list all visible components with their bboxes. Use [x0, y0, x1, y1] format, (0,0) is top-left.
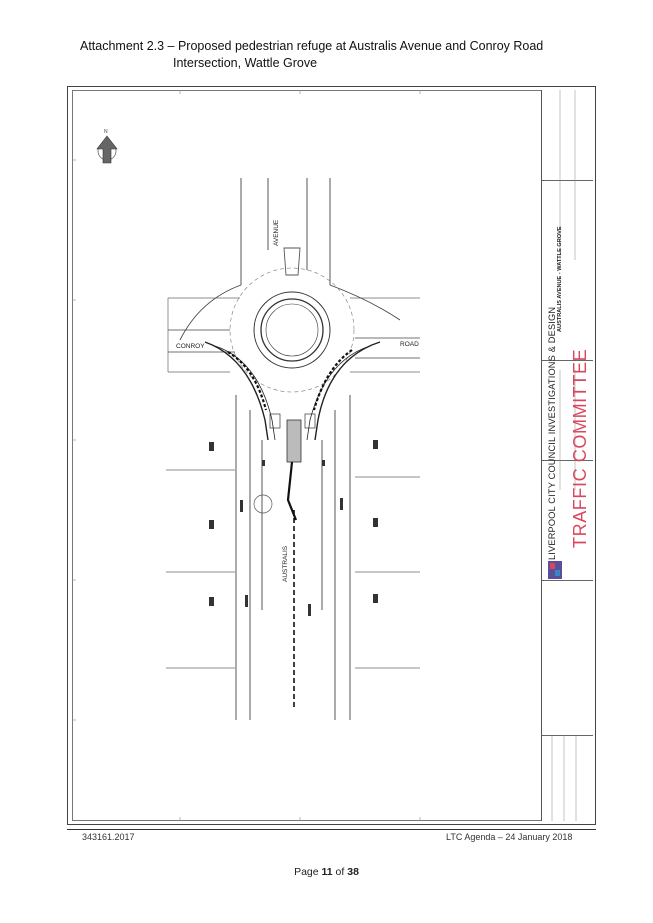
street-label-road: ROAD — [400, 341, 419, 348]
drawing-sheet — [67, 86, 596, 825]
roundabout — [229, 267, 355, 393]
page-current: 11 — [321, 866, 333, 878]
agenda-date: LTC Agenda – 24 January 2018 — [446, 832, 573, 842]
council-name: LIVERPOOL CITY COUNCIL INVESTIGATIONS & … — [547, 306, 557, 560]
page-number: Page 11 of 38 — [0, 866, 653, 878]
north-arrow-icon — [96, 135, 118, 164]
attachment-title-line-2: Intersection, Wattle Grove — [173, 56, 318, 70]
page-prefix: Page — [294, 866, 319, 878]
council-logo-icon — [548, 561, 562, 579]
pedestrian-refuge — [269, 413, 316, 463]
traffic-committee-stamp: TRAFFIC COMMITTEE — [570, 348, 590, 548]
street-label-conroy: CONROY — [176, 343, 205, 350]
footer-rule — [67, 829, 596, 830]
attachment-title-line-1: Attachment 2.3 – Proposed pedestrian ref… — [80, 39, 544, 53]
document-number: 343161.2017 — [82, 832, 135, 842]
street-label-australis: AUSTRALIS — [282, 545, 289, 582]
north-label: N — [104, 129, 108, 135]
page-sep: of — [335, 866, 345, 878]
drawing-title: AUSTRALIS AVENUE - WATTLE GROVE — [557, 226, 563, 332]
title-block — [541, 90, 593, 821]
page-total: 38 — [347, 866, 359, 878]
street-label-avenue: AVENUE — [273, 219, 280, 246]
